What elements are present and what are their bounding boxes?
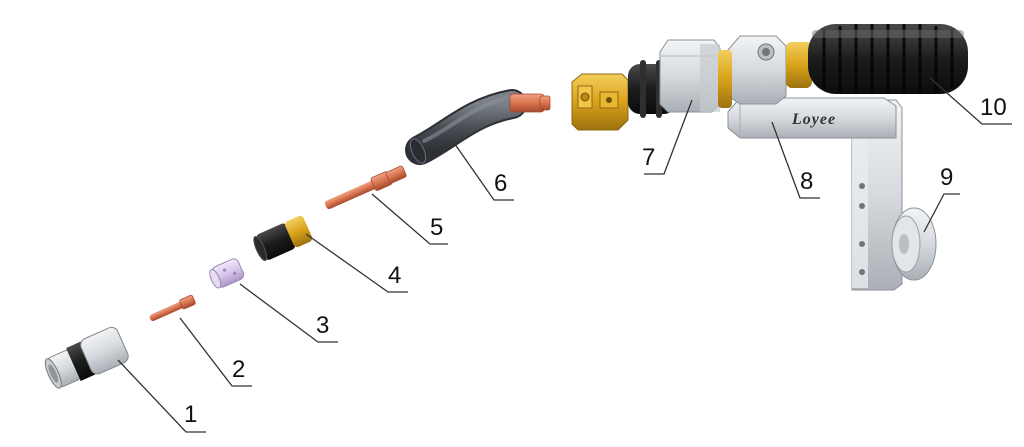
mounting-bracket: Loyee bbox=[718, 35, 903, 291]
swan-neck bbox=[405, 89, 551, 165]
leader-line-2 bbox=[179, 317, 252, 387]
callout-9: 9 bbox=[940, 164, 953, 191]
leader-line-6 bbox=[451, 139, 514, 201]
brand-label: Loyee bbox=[791, 111, 836, 128]
callouts: 1 2 3 4 5 6 7 8 9 10 bbox=[184, 94, 1007, 428]
contact-tip bbox=[149, 294, 196, 321]
leader-line-9 bbox=[923, 193, 960, 233]
leader-line-7 bbox=[644, 99, 693, 175]
insulator bbox=[253, 215, 313, 262]
callout-1: 1 bbox=[184, 401, 197, 428]
callout-3: 3 bbox=[316, 312, 329, 339]
clamp-wheel bbox=[891, 207, 937, 281]
callout-10: 10 bbox=[980, 94, 1007, 121]
nozzle bbox=[44, 326, 129, 389]
callout-8: 8 bbox=[800, 168, 813, 195]
cable-hose bbox=[786, 24, 968, 94]
leader-line-4 bbox=[305, 233, 408, 293]
leader-line-1 bbox=[117, 359, 206, 433]
leader-line-3 bbox=[239, 283, 338, 343]
leader-line-5 bbox=[371, 193, 448, 245]
callout-6: 6 bbox=[494, 170, 507, 197]
callout-2: 2 bbox=[232, 356, 245, 383]
callout-5: 5 bbox=[430, 214, 443, 241]
torch-body-block bbox=[571, 39, 721, 131]
callout-4: 4 bbox=[388, 262, 401, 289]
leader-line-10 bbox=[929, 77, 1012, 125]
leader-lines bbox=[117, 77, 1012, 433]
tip-holder bbox=[324, 165, 407, 210]
callout-7: 7 bbox=[642, 144, 655, 171]
gas-diffuser bbox=[209, 258, 245, 289]
leader-line-8 bbox=[771, 121, 820, 199]
